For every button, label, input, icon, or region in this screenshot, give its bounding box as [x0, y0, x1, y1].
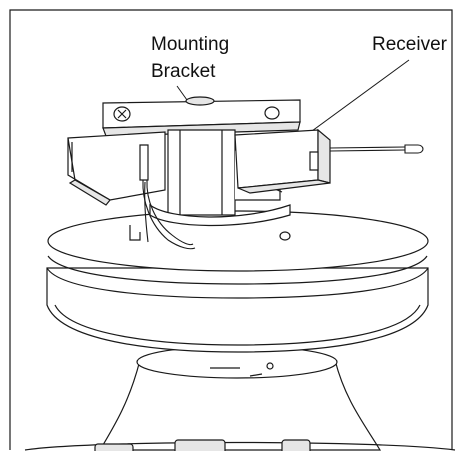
- receiver-label: Receiver: [372, 34, 448, 55]
- left-bracket-box: [67, 131, 166, 206]
- mounting-bracket-leader: [176, 85, 188, 101]
- diagram-border: [9, 9, 453, 450]
- fan-motor-housing: [24, 345, 456, 451]
- blade-slots: [94, 439, 311, 451]
- receiver-box: [234, 128, 331, 194]
- mounting-bracket-label-line1: Mounting: [151, 34, 229, 55]
- canopy: [46, 210, 429, 353]
- wires: [142, 179, 196, 250]
- receiver-antenna: [329, 144, 424, 154]
- mounting-bracket-label-line2: Bracket: [151, 61, 216, 82]
